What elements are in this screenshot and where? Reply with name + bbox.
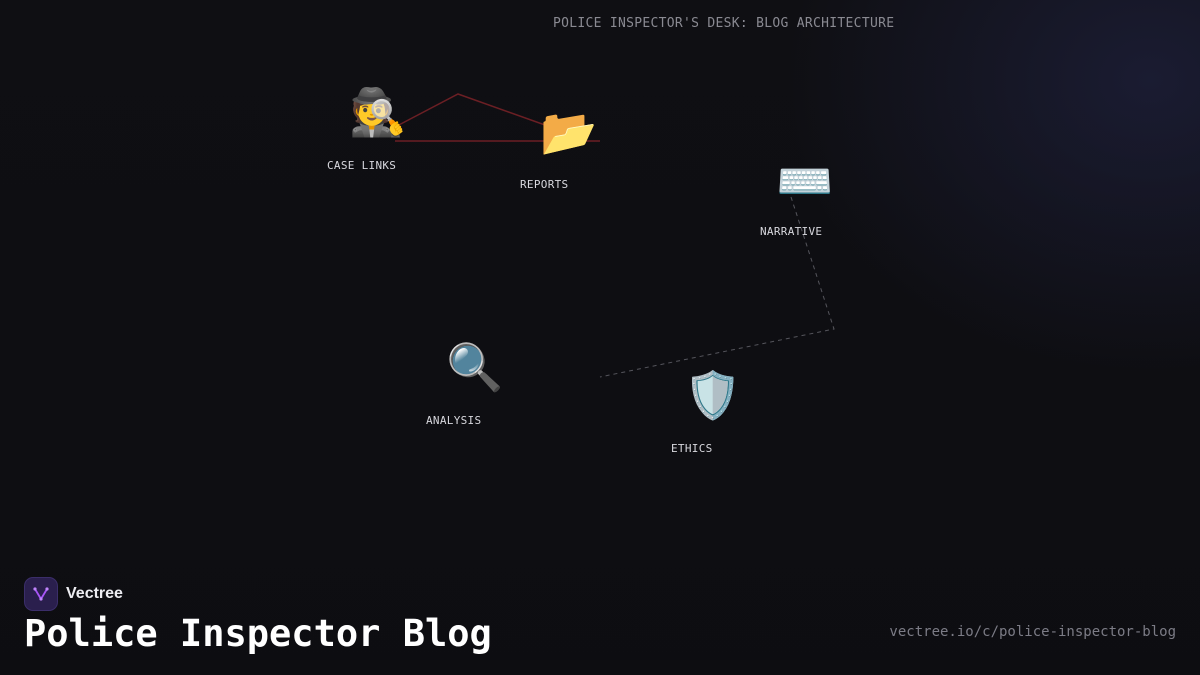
open-folder-icon: 📂 bbox=[540, 105, 598, 159]
node-label: ANALYSIS bbox=[426, 414, 482, 427]
node-label: ETHICS bbox=[671, 442, 713, 455]
shield-icon: 🛡️ bbox=[684, 368, 742, 422]
node-label: CASE LINKS bbox=[327, 159, 397, 172]
blog-title: Police Inspector Blog bbox=[24, 612, 492, 655]
keyboard-icon: ⌨️ bbox=[776, 154, 834, 208]
brand-name: Vectree bbox=[66, 585, 123, 602]
brand[interactable]: Vectree bbox=[24, 577, 123, 611]
node-label: NARRATIVE bbox=[760, 225, 823, 238]
node-label: REPORTS bbox=[520, 178, 569, 191]
link-case-links-reports bbox=[394, 93, 600, 142]
blog-url-link[interactable]: vectree.io/c/police-inspector-blog bbox=[889, 624, 1176, 640]
diagram-title: POLICE INSPECTOR'S DESK: BLOG ARCHITECTU… bbox=[553, 16, 895, 31]
vectree-logo-icon bbox=[24, 577, 58, 611]
detective-icon: 🕵️ bbox=[349, 85, 407, 139]
magnifier-icon: 🔍 bbox=[446, 340, 504, 394]
link-narrative-analysis bbox=[599, 196, 835, 378]
